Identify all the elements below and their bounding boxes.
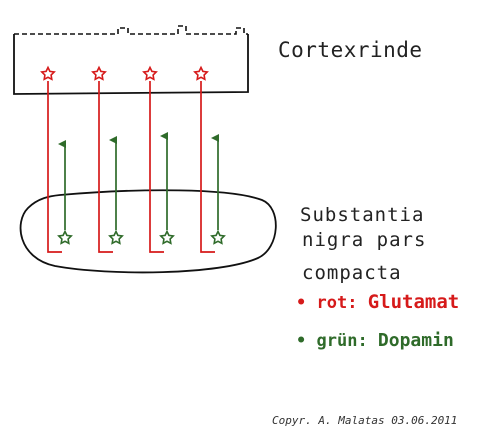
legend-bullet: • bbox=[296, 293, 307, 313]
legend-prefix: rot: bbox=[316, 293, 368, 313]
dopamine-neuron-star-icon bbox=[159, 229, 175, 245]
dopamine-neuron-star-icon bbox=[210, 229, 226, 245]
legend-dopamine: • grün: Dopamin bbox=[296, 330, 454, 351]
legend-bullet: • bbox=[296, 331, 307, 351]
nucleus-label-line-2: nigra pars bbox=[302, 229, 427, 251]
nucleus-label-line-1: Substantia bbox=[300, 204, 425, 226]
dopamine-neuron-star-icon bbox=[57, 229, 73, 245]
neuron-group bbox=[40, 65, 226, 253]
glutamate-neuron-star-icon bbox=[91, 65, 107, 81]
glutamate-axon bbox=[47, 81, 62, 253]
substantia-nigra-outline bbox=[19, 189, 277, 274]
legend-name: Dopamin bbox=[377, 330, 454, 351]
cortex-label: Cortexrinde bbox=[278, 38, 423, 62]
glutamate-neuron-star-icon bbox=[193, 65, 209, 81]
dopamine-neuron-star-icon bbox=[108, 229, 124, 245]
nucleus-label-line-3: compacta bbox=[302, 262, 402, 284]
glutamate-axon bbox=[98, 81, 113, 253]
legend-prefix: grün: bbox=[316, 331, 378, 351]
glutamate-neuron-star-icon bbox=[142, 65, 158, 81]
glutamate-axon bbox=[200, 81, 215, 253]
copyright-note: Copyr. A. Malatas 03.06.2011 bbox=[272, 414, 458, 427]
legend-name: Glutamat bbox=[367, 291, 460, 313]
legend-glutamate: • rot: Glutamat bbox=[296, 291, 459, 313]
cortex-outline-bottom bbox=[13, 34, 249, 95]
cortex-outline bbox=[14, 25, 248, 35]
glutamate-axon bbox=[149, 81, 164, 253]
glutamate-neuron-star-icon bbox=[40, 65, 56, 81]
